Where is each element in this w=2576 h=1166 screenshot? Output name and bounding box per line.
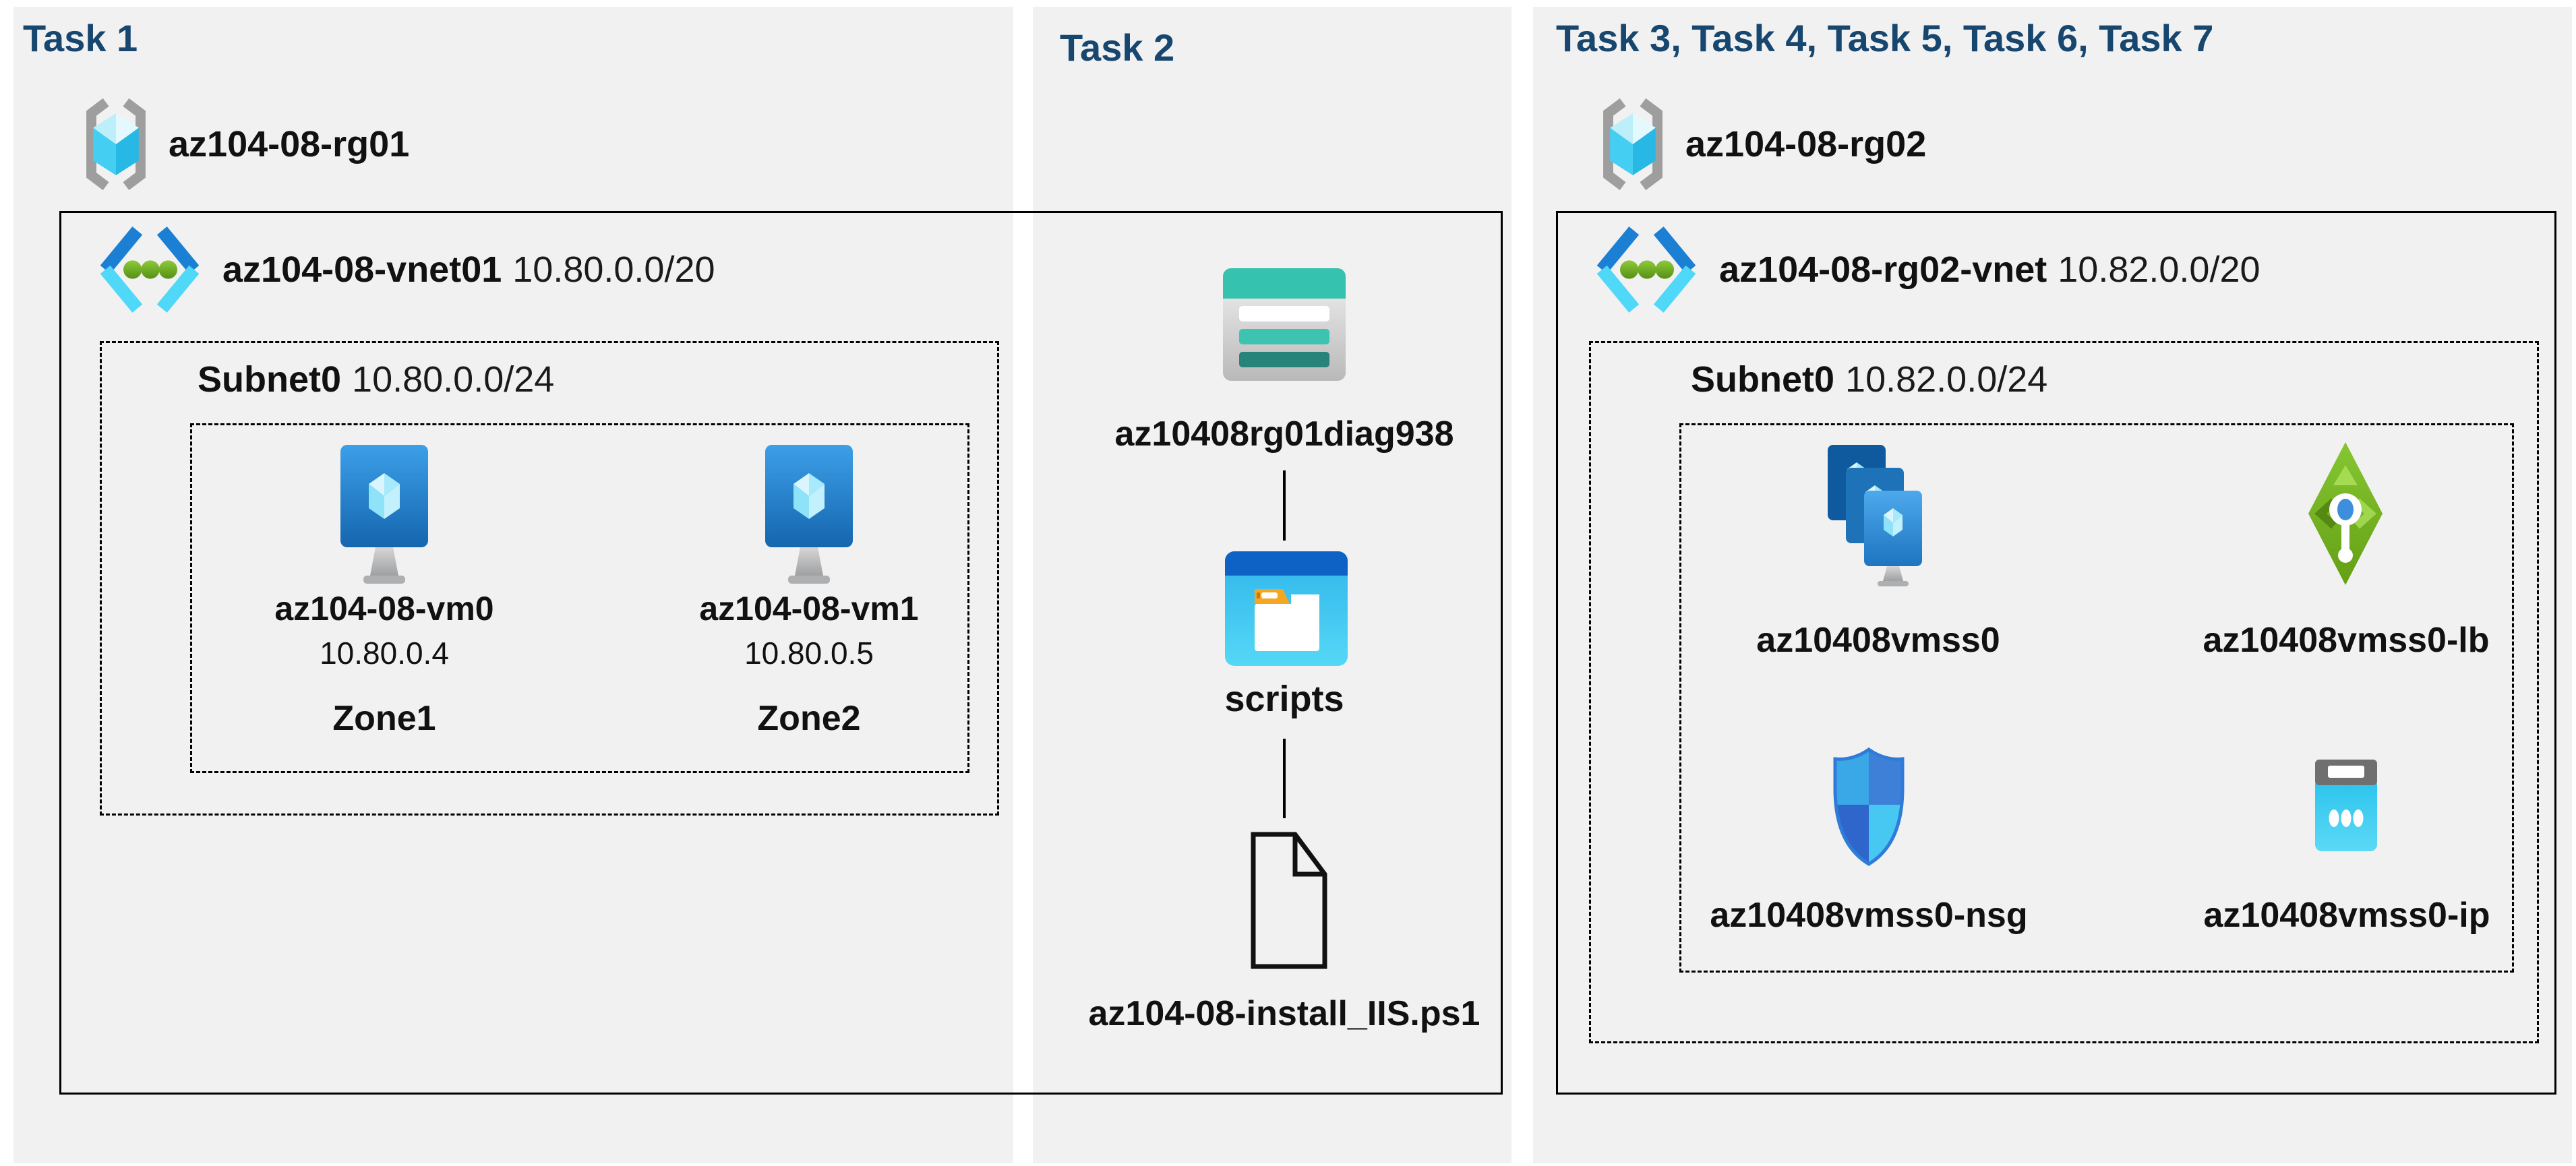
public-ip-icon: [2315, 760, 2377, 851]
rg02-name: az104-08-rg02: [1685, 124, 1927, 164]
task1-panel: [13, 7, 1013, 1163]
rg02-vnet-cidr: 10.82.0.0/20: [2058, 249, 2260, 290]
vm1-name: az104-08-vm1: [699, 590, 919, 627]
vm-scale-set-icon: [1828, 445, 1922, 586]
task3-heading: Task 3, Task 4, Task 5, Task 6, Task 7: [1556, 17, 2214, 59]
storage-account-icon: [1223, 268, 1346, 381]
vm0-zone: Zone1: [332, 699, 436, 738]
resources-box-task3: [1679, 423, 2514, 973]
install-iis-file-name: az104-08-install_IIS.ps1: [1088, 994, 1480, 1033]
rg02-row: az104-08-rg02: [1599, 97, 1926, 191]
rg02-vnet-row: az104-08-rg02-vnet 10.82.0.0/20: [1595, 226, 2260, 313]
resource-group-icon: [1603, 98, 1663, 191]
file-browser-folder-icon: [1225, 551, 1348, 666]
rg01-name: az104-08-rg01: [169, 124, 410, 164]
rg02-vnet-box: [1556, 211, 2556, 1095]
virtual-network-icon: [100, 226, 200, 313]
lb-name: az10408vmss0-lb: [2203, 621, 2490, 660]
scripts-folder-name: scripts: [1224, 679, 1344, 719]
vnet01-cidr: 10.80.0.0/20: [512, 249, 715, 290]
rg01-row: az104-08-rg01: [82, 97, 409, 191]
resource-group-icon: [86, 98, 146, 191]
vm0-ip: 10.80.0.4: [320, 636, 449, 671]
document-file-icon: [1251, 832, 1327, 969]
subnet0-name-task1: Subnet0: [198, 359, 342, 400]
vm1-ip: 10.80.0.5: [744, 636, 874, 671]
public-ip-name: az10408vmss0-ip: [2203, 896, 2490, 935]
rg02-vnet-name: az104-08-rg02-vnet: [1719, 249, 2047, 290]
storage-account-name: az10408rg01diag938: [1114, 415, 1454, 454]
subnet0-box-task1: [100, 341, 999, 816]
vm0-name: az104-08-vm0: [274, 590, 494, 627]
vnet01-box: [59, 211, 1503, 1095]
load-balancer-icon: [2308, 442, 2383, 585]
virtual-machine-icon: [765, 445, 853, 584]
nsg-name: az10408vmss0-nsg: [1710, 896, 2028, 935]
virtual-network-icon: [1596, 226, 1696, 313]
vnet01-name: az104-08-vnet01: [222, 249, 502, 290]
subnet0-cidr-task3: 10.82.0.0/24: [1845, 359, 2048, 400]
vm1-zone: Zone2: [757, 699, 861, 738]
task2-heading: Task 2: [1060, 26, 1175, 69]
nsg-shield-icon: [1833, 747, 1905, 866]
connector-storage-scripts: [1283, 470, 1286, 541]
vmss-name: az10408vmss0: [1756, 621, 2000, 660]
task1-heading: Task 1: [23, 17, 138, 59]
zones-box-task1: [190, 423, 969, 773]
connector-scripts-file: [1283, 739, 1286, 818]
rg02-vnet-label: az104-08-rg02-vnet 10.82.0.0/20: [1719, 249, 2260, 290]
subnet0-name-task3: Subnet0: [1691, 359, 1835, 400]
virtual-machine-icon: [340, 445, 428, 584]
subnet0-cidr-task1: 10.80.0.0/24: [352, 359, 555, 400]
subnet0-box-task3: [1589, 341, 2539, 1043]
